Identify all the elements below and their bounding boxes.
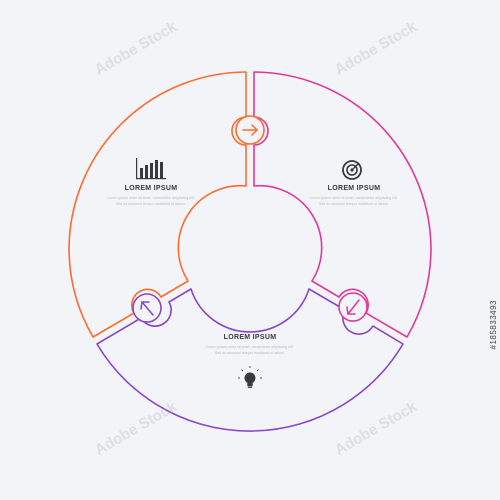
arrow-connector-left (132, 293, 162, 323)
segment-bottom-title: LOREM IPSUM (223, 334, 277, 341)
bar-chart-icon (136, 158, 166, 180)
segment-top-right-outline (253, 71, 432, 338)
arrow-up-left-icon (140, 301, 154, 316)
arrow-connector-top (235, 115, 265, 145)
segment-top-right-body: Lorem ipsum dolor sit amet, consectetur … (310, 196, 398, 206)
lightbulb-icon (238, 366, 262, 388)
segment-top-right-title: LOREM IPSUM (327, 185, 381, 192)
segment-top-left-body: Lorem ipsum dolor sit amet, consectetur … (107, 196, 195, 206)
segment-bottom-outline (96, 288, 404, 432)
segment-top-left-outline (68, 71, 247, 338)
segment-top-left-title: LOREM IPSUM (124, 185, 178, 192)
segment-bottom-body: Lorem ipsum dolor sit amet, consectetur … (206, 345, 294, 355)
target-icon (342, 160, 362, 180)
arrow-down-left-icon (346, 299, 360, 315)
arrow-connector-right (338, 292, 368, 322)
stock-id: #185833493 (489, 300, 498, 350)
arrow-right-icon (242, 124, 259, 136)
